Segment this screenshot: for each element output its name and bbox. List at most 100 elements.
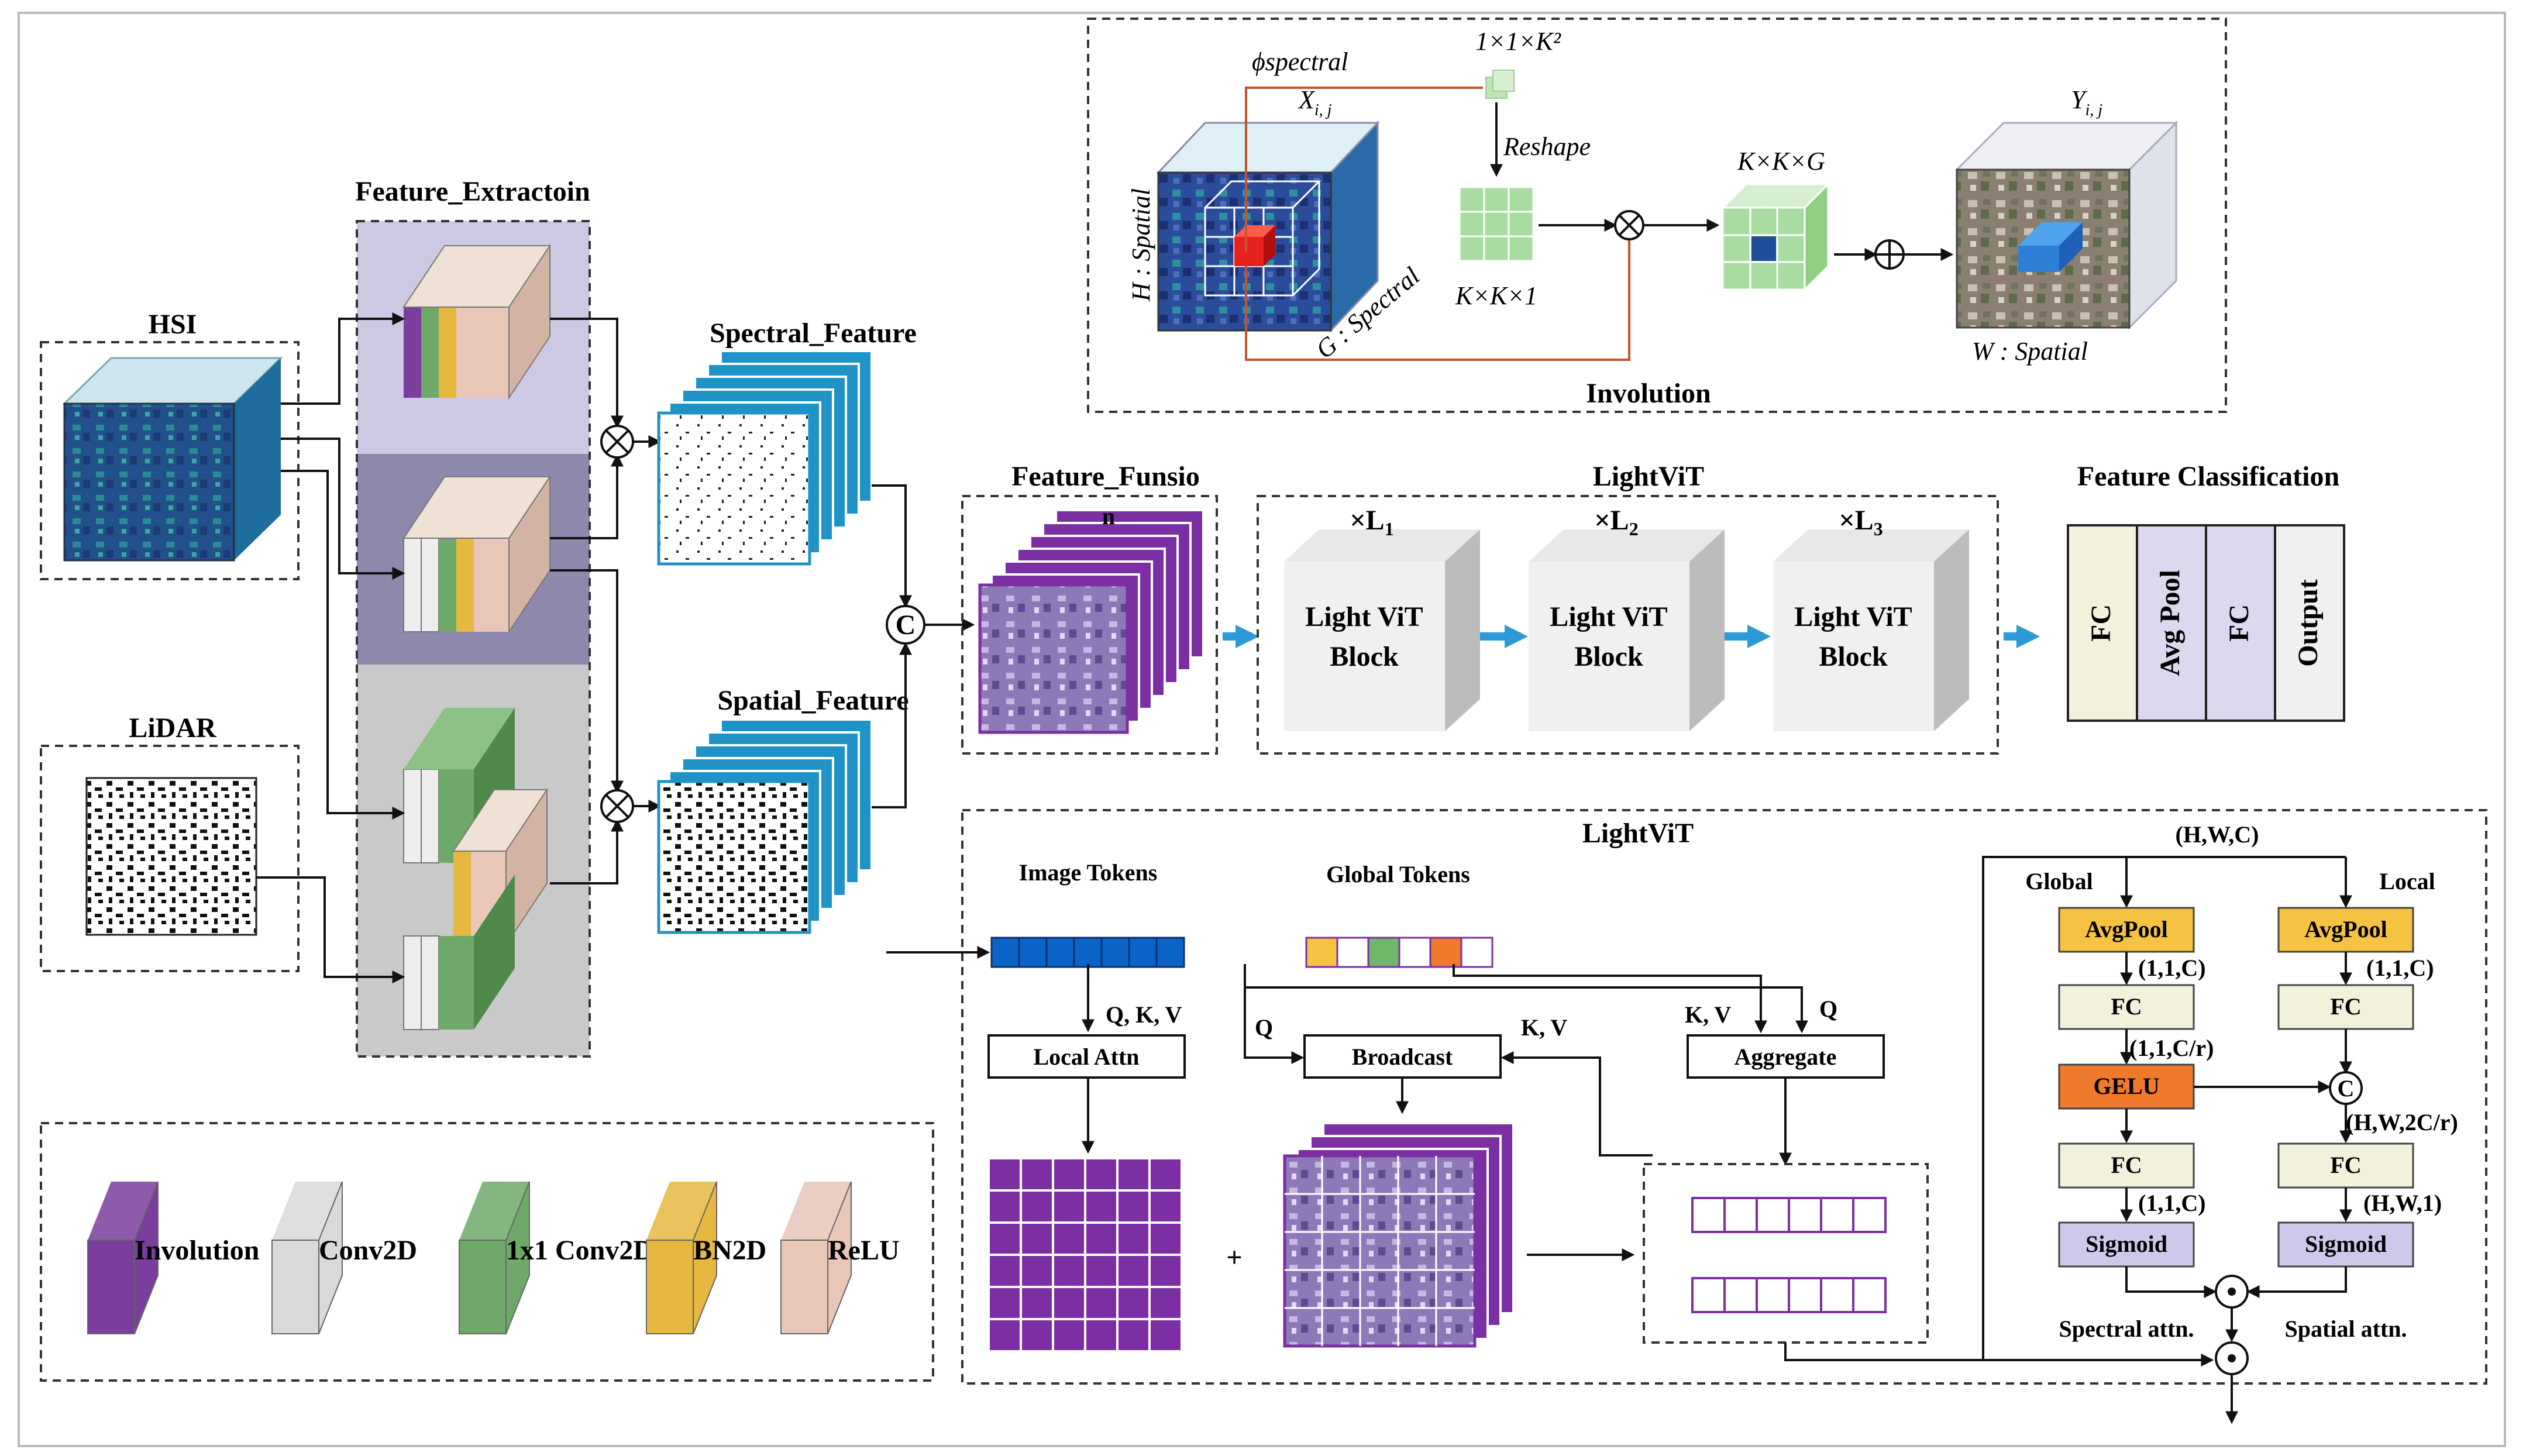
lightvit-block-line2: Block xyxy=(1574,641,1643,672)
hsi-input: HSI xyxy=(40,309,300,580)
hsi-stack-2 xyxy=(402,474,551,634)
attn-grid-cell xyxy=(1084,1254,1119,1288)
global-token xyxy=(1398,937,1431,968)
lidar-image xyxy=(85,777,257,936)
global-fc1-box xyxy=(2058,984,2195,1030)
spectral-feature-stack: Spectral_Feature xyxy=(657,318,917,566)
lightvit-block-line2: Block xyxy=(1330,641,1399,672)
attn-grid-cell xyxy=(1084,1221,1119,1256)
w-spatial-label: W : Spatial xyxy=(1972,337,2088,366)
concat-op: C xyxy=(872,484,975,808)
attn-grid-cell xyxy=(1052,1221,1086,1256)
spectral-feature-map xyxy=(657,411,811,566)
legend-item-2: Conv2D xyxy=(271,1181,417,1334)
shape-global-1: (1,1,C) xyxy=(2138,955,2206,981)
attn-grid-cell xyxy=(1084,1157,1119,1192)
attn-grid-cell xyxy=(1052,1189,1086,1224)
aggregated-token xyxy=(1723,1277,1758,1313)
image-token xyxy=(1128,937,1158,968)
fused-feature-map xyxy=(978,583,1129,734)
q-left-label: Q xyxy=(1255,1014,1273,1041)
classification-layer-label: Avg Pool xyxy=(2155,570,2186,676)
image-tokens-label: Image Tokens xyxy=(1019,859,1158,886)
local-fc2-box xyxy=(2277,1142,2414,1189)
gelu-label: GELU xyxy=(2093,1073,2159,1099)
attn-grid-cell xyxy=(1020,1189,1054,1224)
global-sigmoid-label: Sigmoid xyxy=(2086,1231,2167,1257)
classification-layer-2: Avg Pool xyxy=(2136,524,2207,722)
attn-grid-cell xyxy=(1052,1254,1086,1288)
spatial-attn-label: Spatial attn. xyxy=(2285,1316,2407,1342)
feature-extraction-title: Feature_Extractoin xyxy=(355,176,590,207)
attn-grid-cell xyxy=(1148,1221,1183,1256)
attn-grid-cell xyxy=(1084,1189,1119,1224)
kernel-kk1 xyxy=(1458,186,1534,262)
shape-global-2: (1,1,C/r) xyxy=(2129,1035,2214,1061)
global-sigmoid-box xyxy=(2058,1221,2195,1268)
aggregated-token xyxy=(1820,1277,1854,1313)
lightvit-bottom-title: LightViT xyxy=(1582,818,1694,849)
global-tokens-label: Global Tokens xyxy=(1326,861,1470,887)
global-fc2-label: FC xyxy=(2111,1152,2142,1178)
global-token xyxy=(1336,937,1369,968)
attn-grid-cell xyxy=(987,1254,1022,1288)
attn-grid-cell xyxy=(1020,1318,1054,1352)
hsi-stack-1 xyxy=(402,243,551,400)
attn-grid-cell xyxy=(987,1157,1022,1192)
feature-classification-title: Feature Classification xyxy=(2077,461,2339,492)
attn-grid-cell xyxy=(1020,1286,1054,1320)
lightvit-block-line2: Block xyxy=(1819,641,1888,672)
global-token xyxy=(1429,937,1462,968)
plus-sign: + xyxy=(1226,1242,1242,1273)
shape-global-3: (1,1,C) xyxy=(2138,1190,2206,1216)
local-attn-label: Local Attn xyxy=(1033,1044,1139,1070)
shape-local-2: (H,W,2C/r) xyxy=(2346,1109,2458,1135)
attn-grid-cell xyxy=(1052,1286,1086,1320)
legend-swatch xyxy=(87,1240,135,1334)
attn-grid-cell xyxy=(1148,1318,1183,1352)
local-attn-grid xyxy=(987,1157,1183,1352)
classification-layer-label: FC xyxy=(2086,604,2117,642)
attn-grid-cell xyxy=(1148,1157,1183,1192)
qkv-label: Q, K, V xyxy=(1106,1001,1182,1028)
lightvit-block-line1: Light ViT xyxy=(1794,601,1912,632)
attn-grid-cell xyxy=(1084,1318,1119,1352)
lidar-label: LiDAR xyxy=(129,712,217,744)
fusion-n-label: n xyxy=(1102,503,1115,529)
kernel-kkg xyxy=(1720,182,1830,292)
attn-grid-cell xyxy=(1020,1157,1054,1192)
image-token xyxy=(1073,937,1103,968)
aggregated-token xyxy=(1788,1197,1822,1233)
aggregated-token xyxy=(1756,1197,1790,1233)
attn-grid-cell xyxy=(1148,1286,1183,1320)
aggregate-box xyxy=(1687,1034,1885,1079)
attn-grid-cell xyxy=(1116,1318,1151,1352)
global-token xyxy=(1460,937,1493,968)
attn-grid-cell xyxy=(1052,1157,1086,1192)
global-fc2-box xyxy=(2058,1142,2195,1189)
spectral-attn-label: Spectral attn. xyxy=(2059,1316,2194,1342)
concat-symbol: C xyxy=(896,610,916,641)
legend-label: Conv2D xyxy=(319,1235,417,1266)
attention-module: (H,W,C) Global Local AvgPool (1,1,C) FC … xyxy=(1982,821,2458,1424)
attn-input-shape: (H,W,C) xyxy=(2176,821,2259,848)
classification-layer-label: Output xyxy=(2293,579,2324,666)
attn-grid-cell xyxy=(1116,1189,1151,1224)
lightvit-top-title: LightViT xyxy=(1593,461,1704,492)
attn-grid-cell xyxy=(1084,1286,1119,1320)
attn-grid-cell xyxy=(1020,1221,1054,1256)
aggregated-token xyxy=(1691,1197,1726,1233)
extraction-connectors xyxy=(256,312,662,983)
broadcast-label: Broadcast xyxy=(1352,1044,1453,1070)
outer-frame xyxy=(18,12,2506,1447)
aggregated-token xyxy=(1852,1197,1887,1233)
kernel-top-label: 1×1×K² xyxy=(1475,27,1561,56)
local-fc1-box xyxy=(2277,984,2414,1030)
attn-grid-cell xyxy=(987,1221,1022,1256)
aggregated-token-rows xyxy=(1691,1197,1887,1313)
